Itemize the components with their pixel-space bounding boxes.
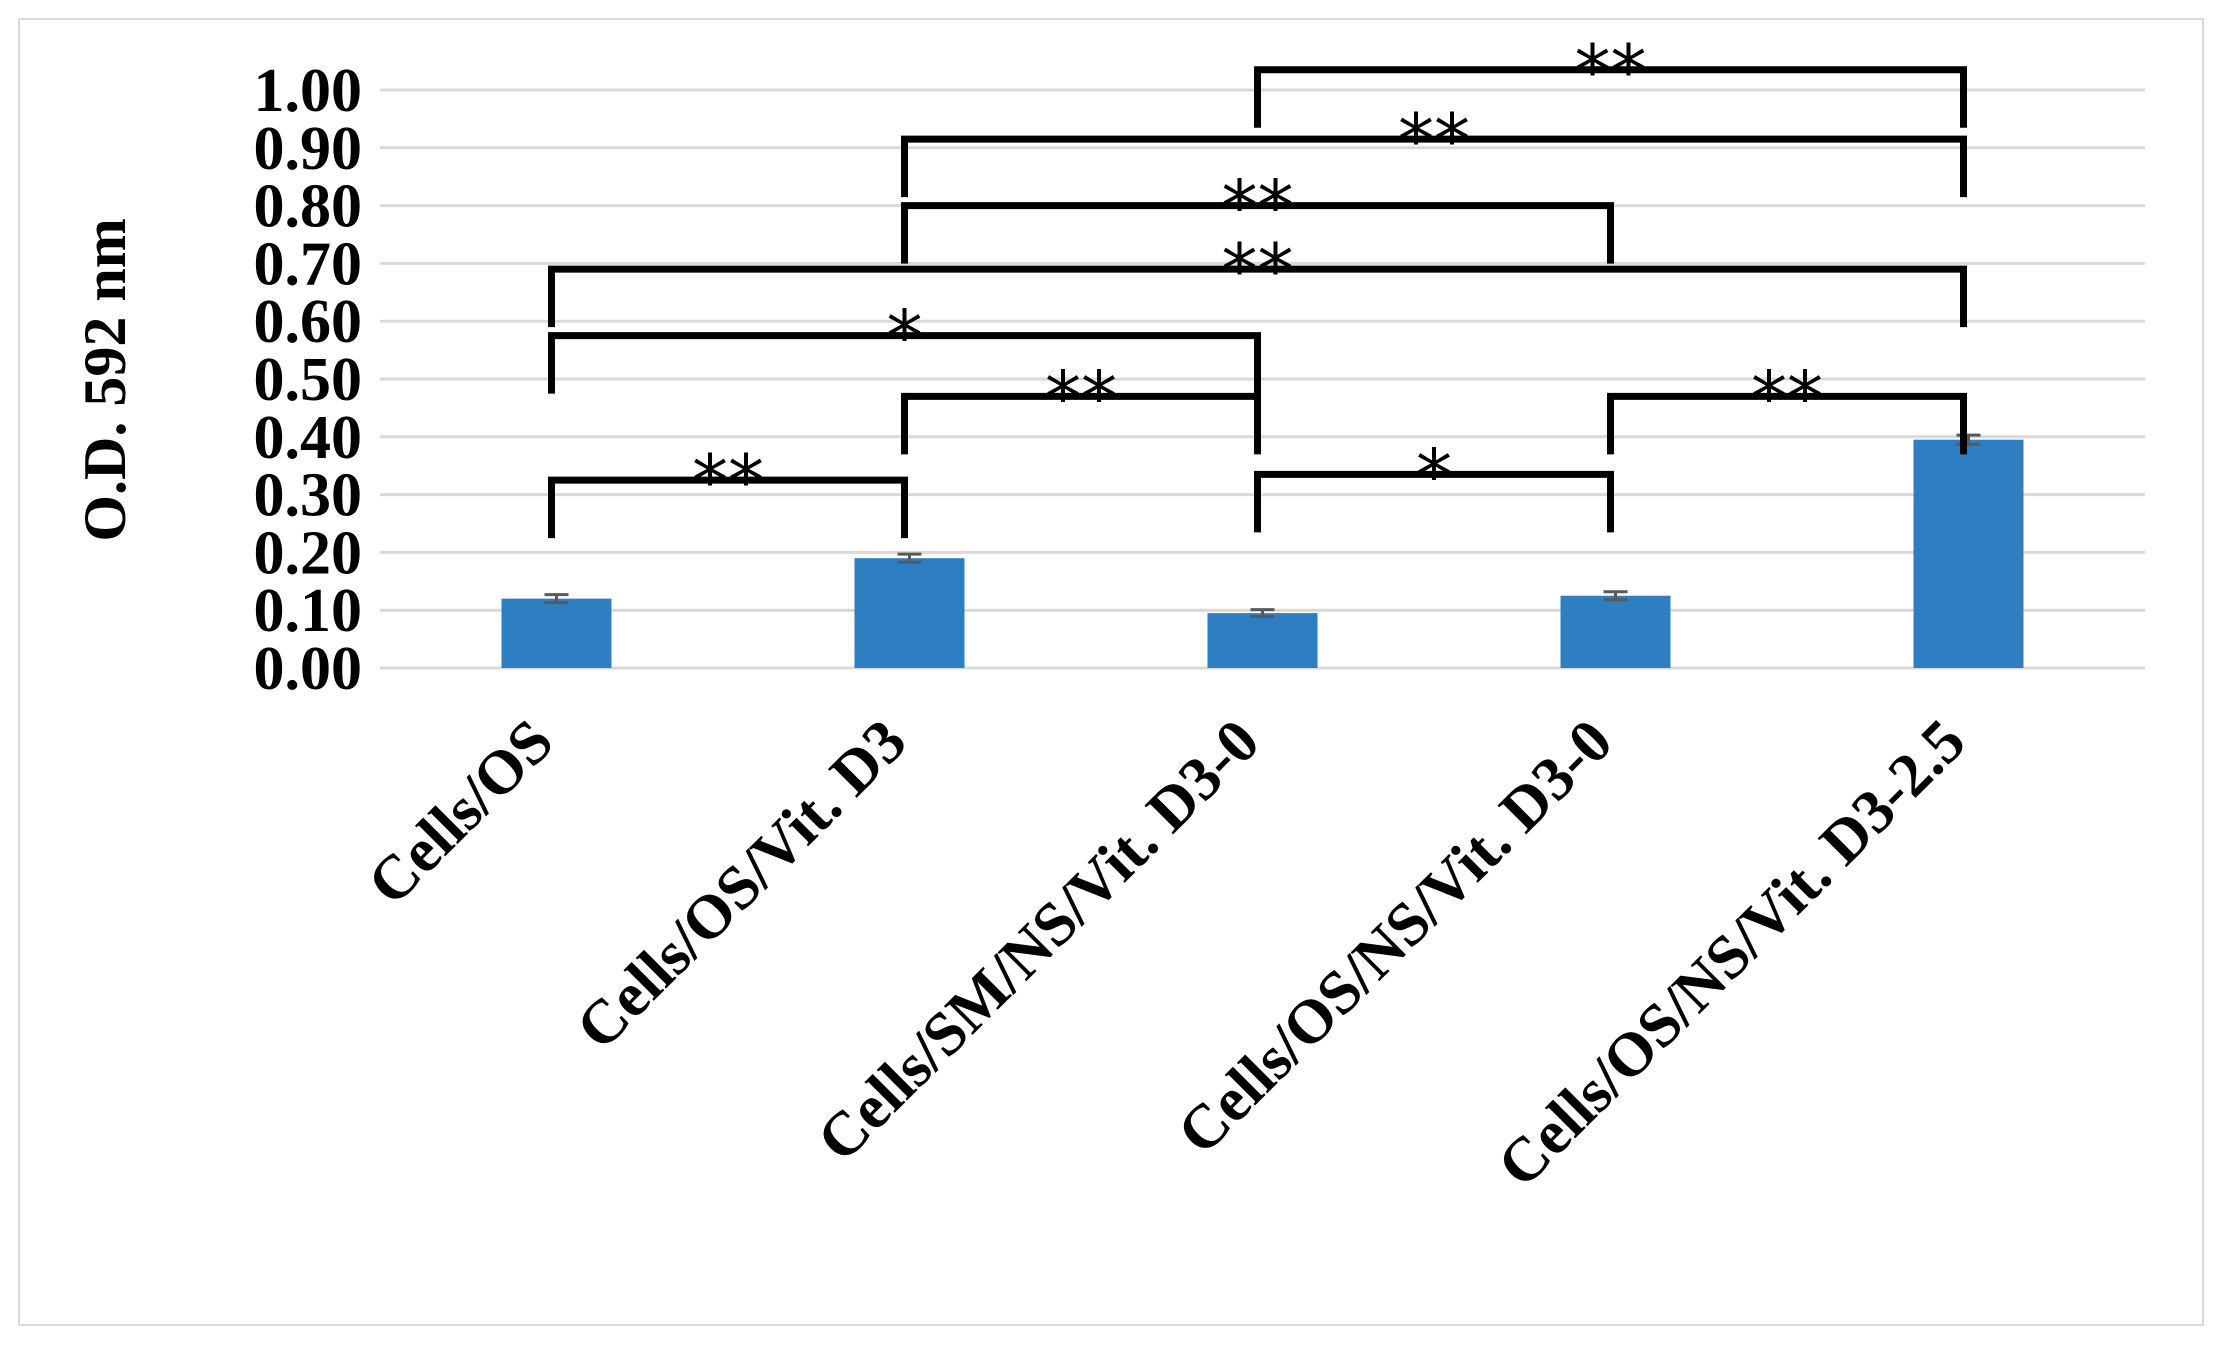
significance-bracket: **: [901, 165, 1614, 264]
error-bar: [1250, 608, 1275, 619]
y-tick-label: 0.20: [254, 519, 363, 587]
x-category-label: Cells/OS: [355, 707, 566, 918]
y-tick-label: 0.40: [254, 404, 363, 472]
y-tick-label: 0.90: [254, 115, 363, 183]
significance-bracket: **: [901, 98, 1967, 198]
y-tick-label: 0.60: [254, 288, 363, 356]
x-category-label: Cells/OS/Vit. D3: [564, 707, 920, 1063]
y-tick-label: 0.50: [254, 346, 363, 414]
significance-bracket: **: [548, 228, 1967, 328]
y-axis-ticks: 0.000.100.200.300.400.500.600.700.800.90…: [254, 57, 363, 703]
significance-bracket: *: [548, 295, 1261, 394]
y-tick-label: 0.80: [254, 173, 363, 241]
error-bar: [544, 593, 569, 605]
error-bar: [1603, 590, 1628, 602]
significance-label: *: [887, 295, 923, 379]
y-tick-label: 0.10: [254, 577, 363, 645]
significance-brackets: ****************: [548, 29, 1967, 539]
bars: [501, 439, 2024, 668]
bar: [854, 558, 965, 668]
y-tick-label: 0.00: [254, 635, 363, 703]
significance-bracket: **: [548, 439, 908, 539]
bar: [501, 598, 612, 668]
chart-frame: [18, 18, 2204, 1326]
bar: [1913, 439, 2024, 668]
y-axis-title: O.D. 592 nm: [72, 218, 138, 541]
significance-label: **: [1045, 355, 1117, 439]
error-bars: [544, 433, 1981, 619]
significance-bracket: **: [1607, 355, 1967, 455]
bar: [1207, 613, 1318, 668]
significance-label: **: [1222, 165, 1294, 249]
significance-label: **: [1222, 228, 1294, 312]
y-tick-label: 0.70: [254, 230, 363, 298]
significance-label: **: [1398, 98, 1470, 182]
bar: [1560, 595, 1671, 668]
significance-label: **: [1575, 29, 1647, 113]
significance-bracket: **: [1254, 29, 1967, 128]
significance-bracket: *: [1254, 433, 1614, 533]
significance-label: *: [1416, 433, 1452, 517]
significance-bracket: **: [901, 355, 1261, 455]
significance-label: **: [1751, 355, 1823, 439]
y-tick-label: 1.00: [254, 57, 363, 125]
y-tick-label: 0.30: [254, 462, 363, 530]
significance-label: **: [692, 439, 764, 523]
error-bar: [897, 552, 922, 564]
